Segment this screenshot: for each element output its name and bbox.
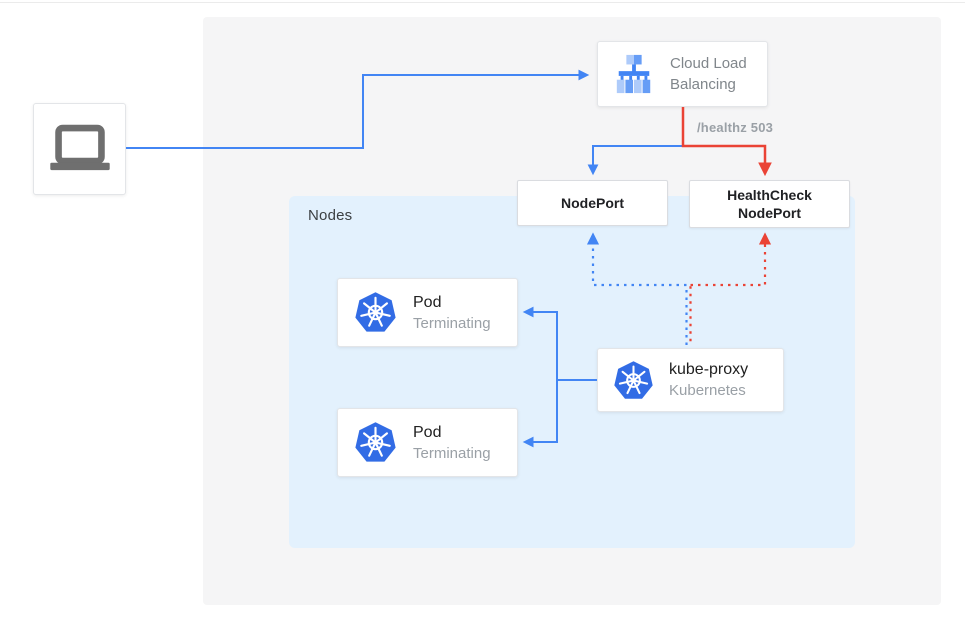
kube-proxy-subtitle: Kubernetes [669, 382, 746, 399]
kube-proxy-labels: kube-proxy Kubernetes [669, 359, 748, 401]
kubernetes-helm-icon [354, 421, 397, 464]
pod-title: Pod [413, 423, 442, 441]
pod-title: Pod [413, 293, 442, 311]
pod-2-labels: Pod Terminating [413, 422, 491, 464]
pod-1-labels: Pod Terminating [413, 292, 491, 334]
pod-node-2: Pod Terminating [337, 408, 518, 477]
healthz-status-label: /healthz 503 [697, 120, 774, 135]
pod-status: Terminating [413, 314, 491, 332]
cloud-load-balancing-node: Cloud Load Balancing [597, 41, 768, 107]
client-laptop-node [33, 103, 126, 195]
laptop-icon [47, 123, 113, 176]
kube-proxy-title: kube-proxy [669, 361, 749, 378]
nodeport-label: NodePort [561, 195, 624, 211]
healthcheck-nodeport-node: HealthCheck NodePort [689, 180, 850, 228]
nodeport-node: NodePort [517, 180, 668, 226]
top-divider [0, 2, 965, 3]
clb-label: Cloud Load Balancing [670, 53, 747, 95]
kubernetes-helm-icon [354, 291, 397, 334]
kubernetes-helm-icon [613, 360, 654, 401]
healthcheck-label-line1: HealthCheck [727, 187, 812, 203]
cloud-load-balancing-icon [611, 53, 657, 95]
clb-label-line2: Balancing [670, 76, 736, 93]
clb-label-line1: Cloud Load [670, 55, 747, 72]
nodes-label: Nodes [308, 207, 353, 224]
kube-proxy-node: kube-proxy Kubernetes [597, 348, 784, 412]
pod-node-1: Pod Terminating [337, 278, 518, 347]
pod-status: Terminating [413, 444, 491, 462]
healthcheck-label-line2: NodePort [738, 205, 801, 221]
